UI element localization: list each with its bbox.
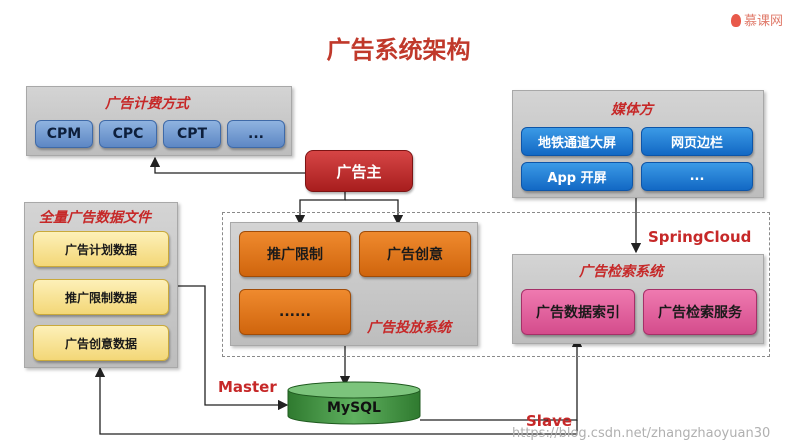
billing-title: 广告计费方式 bbox=[105, 96, 189, 112]
delivery-title: 广告投放系统 bbox=[367, 320, 451, 336]
media-title: 媒体方 bbox=[611, 102, 653, 118]
springcloud-label: SpringCloud bbox=[648, 228, 752, 246]
logo-text: 慕课网 bbox=[743, 14, 783, 29]
datafile-to-mysql-line bbox=[176, 285, 289, 411]
springcloud-boundary bbox=[222, 212, 770, 357]
mysql-database-icon bbox=[287, 381, 421, 425]
delivery-limit: 推广限制 bbox=[239, 231, 351, 277]
data-files-panel: 全量广告数据文件 广告计划数据 推广限制数据 广告创意数据 bbox=[24, 202, 178, 368]
retrieval-panel: 广告检索系统 广告数据索引 广告检索服务 bbox=[512, 254, 764, 344]
billing-cpm: CPM bbox=[35, 120, 93, 148]
advertiser-to-creative-line bbox=[345, 199, 404, 226]
data-files-title: 全量广告数据文件 bbox=[39, 210, 151, 226]
billing-cpt: CPT bbox=[163, 120, 221, 148]
media-metro-screen: 地铁通道大屏 bbox=[521, 127, 633, 156]
delivery-creative: 广告创意 bbox=[359, 231, 471, 277]
billing-panel: 广告计费方式 CPM CPC CPT ... bbox=[26, 86, 292, 156]
advertiser-to-billing-line bbox=[149, 156, 305, 174]
logo-icon bbox=[730, 14, 741, 27]
retrieval-index: 广告数据索引 bbox=[521, 289, 635, 335]
slave-label: Slave bbox=[526, 412, 573, 430]
advertiser-node: 广告主 bbox=[305, 150, 413, 192]
master-label: Master bbox=[218, 378, 277, 396]
retrieval-title: 广告检索系统 bbox=[579, 264, 663, 280]
data-file-creative: 广告创意数据 bbox=[33, 325, 169, 361]
retrieval-service: 广告检索服务 bbox=[643, 289, 757, 335]
media-web-sidebar: 网页边栏 bbox=[641, 127, 753, 156]
delivery-more: ...... bbox=[239, 289, 351, 335]
data-file-plan: 广告计划数据 bbox=[33, 231, 169, 267]
billing-more: ... bbox=[227, 120, 285, 148]
mysql-label: MySQL bbox=[327, 400, 381, 416]
watermark-url: https://blog.csdn.net/zhangzhaoyuan30 bbox=[512, 426, 771, 441]
site-logo: 慕课网 bbox=[730, 10, 783, 29]
feedback-line bbox=[94, 366, 578, 435]
media-more: ... bbox=[641, 162, 753, 191]
diagram-title: 广告系统架构 bbox=[326, 36, 471, 64]
delivery-panel: 推广限制 广告创意 ...... 广告投放系统 bbox=[230, 222, 478, 346]
data-file-limit: 推广限制数据 bbox=[33, 279, 169, 315]
media-panel: 媒体方 地铁通道大屏 网页边栏 App 开屏 ... bbox=[512, 90, 764, 198]
media-app-splash: App 开屏 bbox=[521, 162, 633, 191]
billing-cpc: CPC bbox=[99, 120, 157, 148]
